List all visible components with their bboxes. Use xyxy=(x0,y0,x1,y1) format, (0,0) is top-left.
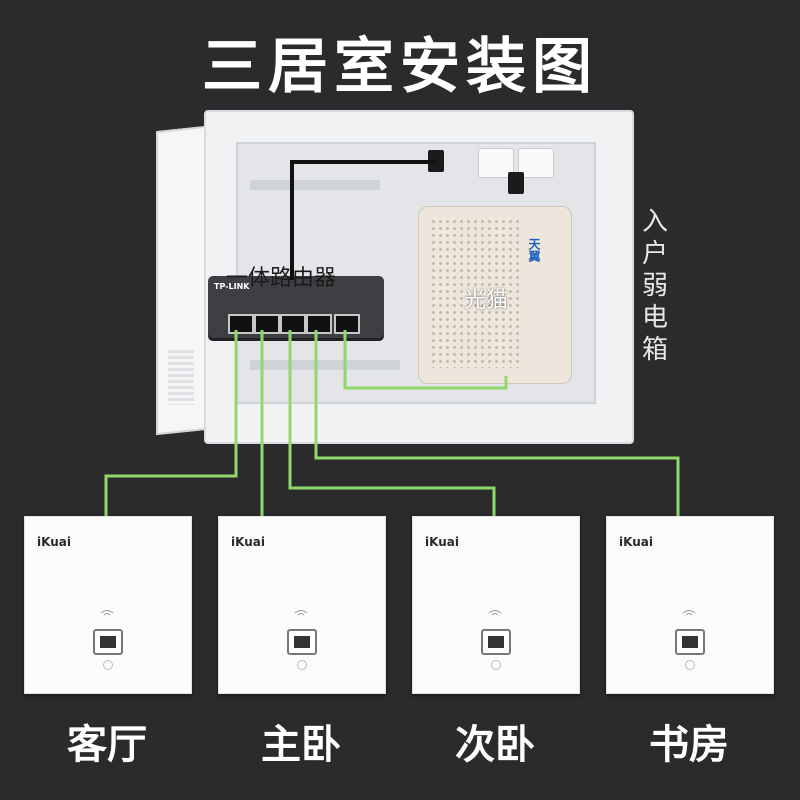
status-led xyxy=(491,660,501,670)
router-port xyxy=(280,314,306,334)
power-socket xyxy=(518,148,554,178)
ethernet-port xyxy=(481,629,511,655)
panel-brand: iKuai xyxy=(619,535,653,549)
router-port xyxy=(334,314,360,334)
ap-panel-second-bedroom: iKuai xyxy=(412,516,580,694)
wifi-icon xyxy=(488,610,502,616)
modem-brand: 天翼 xyxy=(527,238,541,262)
status-led xyxy=(685,660,695,670)
router-brand: TP-LINK xyxy=(214,282,250,291)
cable-living-room xyxy=(104,330,238,516)
door-vent xyxy=(168,350,194,405)
status-led xyxy=(297,660,307,670)
room-label-second-bedroom: 次卧 xyxy=(455,722,535,768)
modem-label: 光猫 xyxy=(464,288,509,313)
ethernet-port xyxy=(93,629,123,655)
wifi-icon xyxy=(682,610,696,616)
page-title: 三居室安装图 xyxy=(202,32,598,102)
power-cable xyxy=(290,160,436,280)
room-label-living-room: 客厅 xyxy=(67,722,147,768)
wan-cable xyxy=(343,330,508,390)
status-led xyxy=(103,660,113,670)
room-label-study: 书房 xyxy=(649,722,729,768)
room-label-master-bedroom: 主卧 xyxy=(261,722,341,768)
cable-second-bedroom xyxy=(288,330,496,516)
ap-panel-study: iKuai xyxy=(606,516,774,694)
mount-rail xyxy=(250,180,380,190)
ethernet-port xyxy=(287,629,317,655)
router-label: 一体路由器 xyxy=(226,266,337,291)
power-plug xyxy=(508,172,524,194)
router-port xyxy=(228,314,254,334)
wifi-icon xyxy=(100,610,114,616)
mount-rail xyxy=(250,360,400,370)
router-port xyxy=(306,314,332,334)
cable-study xyxy=(314,330,680,516)
box-label: 入 户 弱 电 箱 xyxy=(641,207,668,365)
modem-vent xyxy=(430,218,520,368)
panel-brand: iKuai xyxy=(425,535,459,549)
panel-brand: iKuai xyxy=(37,535,71,549)
wifi-icon xyxy=(294,610,308,616)
ethernet-port xyxy=(675,629,705,655)
ap-panel-living-room: iKuai xyxy=(24,516,192,694)
router-port xyxy=(254,314,280,334)
ap-panel-master-bedroom: iKuai xyxy=(218,516,386,694)
panel-brand: iKuai xyxy=(231,535,265,549)
